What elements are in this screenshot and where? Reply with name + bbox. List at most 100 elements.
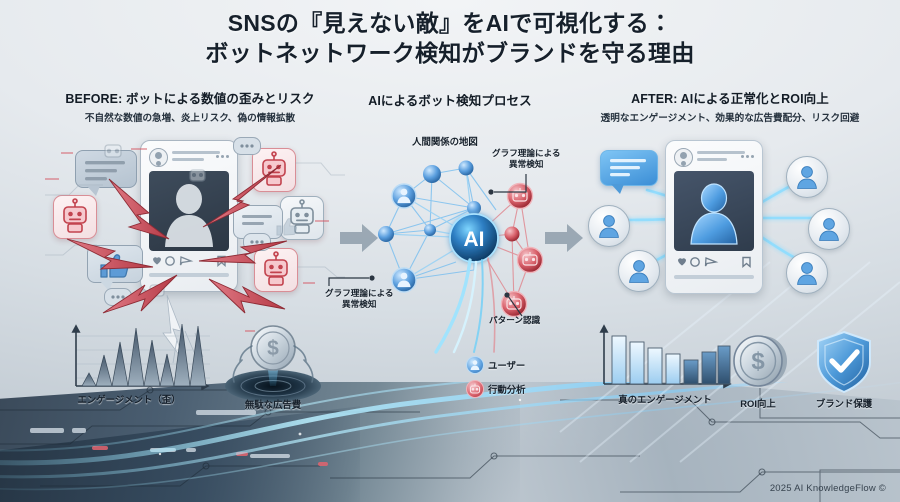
post-caption-line xyxy=(674,275,754,279)
bubble-lines-icon xyxy=(242,215,272,225)
legend-user-icon xyxy=(466,356,484,374)
user-icon xyxy=(819,218,839,241)
bot-node-b xyxy=(516,246,544,274)
legend-bot-label: 行動分析 xyxy=(488,384,526,395)
legend-bot-icon xyxy=(466,380,484,398)
brand-label: ブランド保護 xyxy=(815,398,873,409)
bubble-lines-icon xyxy=(85,161,125,181)
post-action-icons xyxy=(678,256,751,269)
speech-bubble-left xyxy=(75,150,137,196)
wasted-ad-spend-icon: $ xyxy=(225,325,321,402)
post-image xyxy=(674,171,754,251)
post-meta-line xyxy=(697,158,727,162)
arrow-into-network-icon xyxy=(340,224,378,252)
ghost-user-icon xyxy=(165,184,213,247)
bot-glyph-icon xyxy=(469,383,481,394)
after-section-header: AFTER: AIによる正常化とROI向上 透明なエンゲージメント、効果的な広告… xyxy=(560,88,900,124)
bot-icon xyxy=(264,251,288,286)
circuit-traces-icon xyxy=(0,386,900,502)
user-glyph-icon xyxy=(470,360,480,370)
attack-arrows-icon xyxy=(45,148,329,364)
middle-section-header: AIによるボット検知プロセス xyxy=(345,90,555,109)
bot-icon xyxy=(63,198,87,233)
dots-icon xyxy=(250,240,264,244)
page-title: SNSの『見えない敵』をAIで可視化する： ボットネットワーク検知がブランドを守… xyxy=(0,8,900,69)
before-chart-label: エンゲージメント（歪） xyxy=(77,394,181,405)
annotation-text: パターン認識 xyxy=(489,315,541,325)
bubble-lines-icon xyxy=(610,159,646,177)
after-engagement-chart xyxy=(599,324,732,389)
roi-label: ROI向上 xyxy=(740,398,776,409)
before-waste-label: 無駄な広告費 xyxy=(244,399,302,410)
annotation-leader-pattern xyxy=(504,292,523,317)
post-more-icon xyxy=(216,155,229,158)
graph-theory-annotation-right: グラフ理論による 異常検知 xyxy=(492,148,561,169)
after-speech-bubble xyxy=(600,150,658,194)
before-heading: BEFORE: ボットによる数値の歪みとリスク xyxy=(65,92,315,106)
post-avatar-icon xyxy=(674,148,693,167)
user-icon xyxy=(629,260,649,283)
svg-text:$: $ xyxy=(267,337,279,360)
after-user-right xyxy=(808,208,850,250)
bubble-tail xyxy=(100,281,113,291)
bot-tile-grey xyxy=(280,196,324,240)
after-heading: AFTER: AIによる正常化とROI向上 xyxy=(631,92,829,106)
post-actions-bar xyxy=(674,256,754,269)
bot-icon xyxy=(262,151,286,186)
after-subheading: 透明なエンゲージメント、効果的な広告費配分、リスク回避 xyxy=(600,113,860,124)
user-icon xyxy=(599,215,619,238)
before-section-header: BEFORE: ボットによる数値の歪みとリスク 不自然な数値の急増、炎上リスク、… xyxy=(30,88,350,124)
bot-detection-network: AI xyxy=(378,160,544,354)
annotation-line-2: 異常検知 xyxy=(509,158,544,169)
after-user-left xyxy=(588,205,630,247)
dots-icon xyxy=(111,295,125,299)
roi-coin-icon: $ xyxy=(733,335,787,387)
svg-text:$: $ xyxy=(751,348,765,375)
before-engagement-chart xyxy=(71,323,210,391)
post-caption-line xyxy=(149,273,229,277)
graph-theory-annotation-left: グラフ理論による 異常検知 xyxy=(325,288,394,309)
after-user-bottom-left xyxy=(618,250,660,292)
relationship-map-label: 人間関係の地図 xyxy=(412,136,478,147)
annotation-leader-right xyxy=(488,174,527,195)
title-line-1: SNSの『見えない敵』をAIで可視化する： xyxy=(227,10,673,36)
pattern-recognition-annotation: パターン認識 xyxy=(489,315,540,326)
brand-shield-icon xyxy=(817,330,871,394)
after-user-bottom-right xyxy=(786,252,828,294)
post-more-icon xyxy=(741,155,754,158)
mini-bubble-a xyxy=(233,137,261,155)
post-name-line xyxy=(172,151,220,155)
after-post-card xyxy=(665,140,763,294)
user-node-a xyxy=(391,183,417,209)
legend-user-label: ユーザー xyxy=(488,360,526,371)
post-meta-line xyxy=(172,158,204,162)
post-avatar-icon xyxy=(149,148,168,167)
user-icon xyxy=(797,166,817,189)
post-image xyxy=(149,171,229,251)
post-header xyxy=(674,148,754,167)
annotation-line-1: グラフ理論による xyxy=(325,288,394,298)
bot-tile-bottom-right xyxy=(254,248,298,292)
post-header xyxy=(149,148,229,167)
bubble-tail xyxy=(87,186,100,196)
user-node-b xyxy=(391,267,417,293)
after-chart-label: 真のエンゲージメント xyxy=(618,394,712,405)
annotation-line-2: 異常検知 xyxy=(342,298,377,309)
ai-hub-node: AI xyxy=(449,213,499,263)
after-user-top-right xyxy=(786,156,828,198)
dots-icon xyxy=(240,144,254,148)
post-name-line xyxy=(697,151,745,155)
ai-hub-label: AI xyxy=(464,228,485,251)
post-action-icons xyxy=(153,255,226,268)
verified-user-icon xyxy=(690,183,738,245)
middle-heading: AIによるボット検知プロセス xyxy=(368,94,532,108)
bubble-tail xyxy=(611,184,624,194)
annotation-leader-left xyxy=(328,275,375,286)
post-actions-bar xyxy=(149,255,229,268)
title-line-2: ボットネットワーク検知がブランドを守る理由 xyxy=(205,40,695,67)
arrow-to-after-icon xyxy=(545,224,583,252)
bot-icon xyxy=(290,199,314,234)
annotation-line-1: グラフ理論による xyxy=(492,148,561,158)
footer-credit: 2025 AI KnowledgeFlow © xyxy=(769,483,886,494)
